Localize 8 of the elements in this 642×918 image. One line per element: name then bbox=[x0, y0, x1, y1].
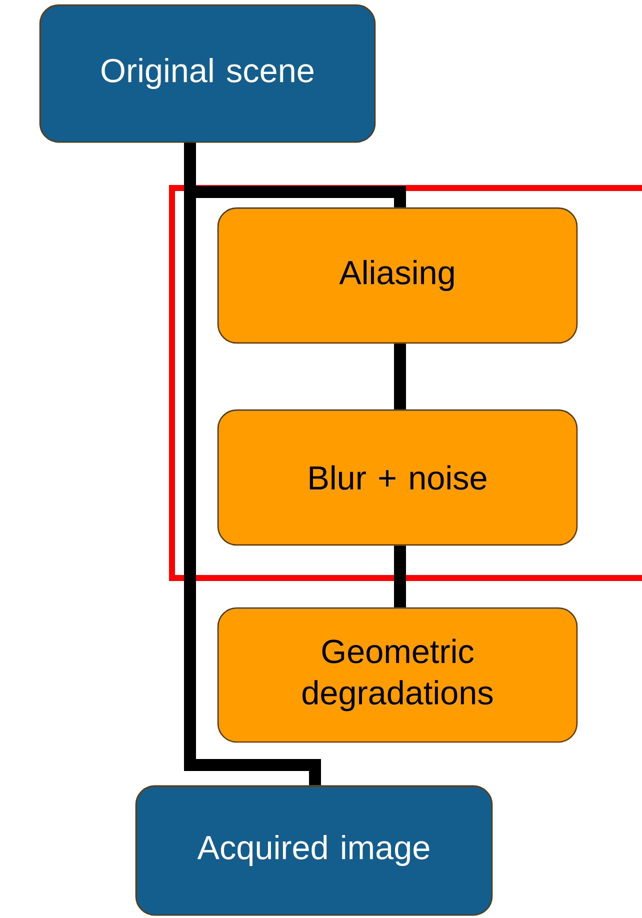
connector-line bbox=[394, 546, 406, 608]
process-box: Blur + noise bbox=[217, 409, 578, 546]
process-box: Geometric degradations bbox=[217, 607, 578, 743]
end-box: Acquired image bbox=[135, 785, 493, 916]
connector-line bbox=[184, 142, 321, 786]
connector-line bbox=[394, 344, 406, 410]
end-box: Original scene bbox=[39, 4, 376, 143]
process-box: Aliasing bbox=[217, 207, 578, 344]
